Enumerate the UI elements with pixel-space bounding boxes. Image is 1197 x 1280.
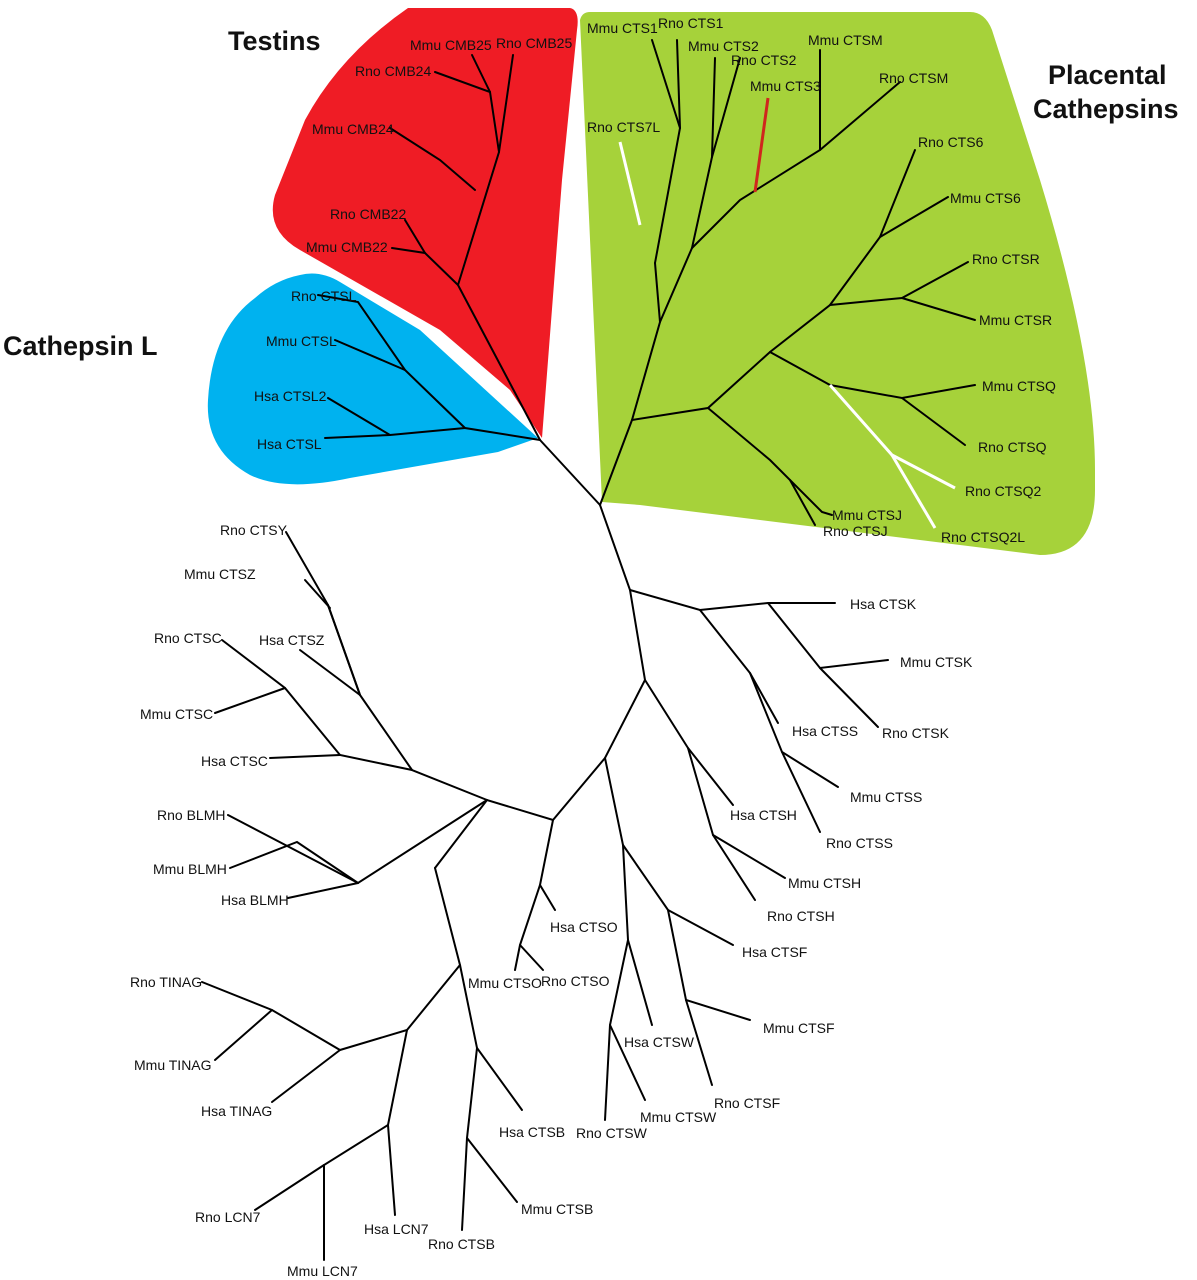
leaf-label: Rno CTSQ — [978, 439, 1047, 455]
leaf-label: Rno CTSO — [541, 973, 610, 989]
leaf-label: Hsa CTSK — [850, 596, 917, 612]
branches — [201, 39, 976, 1261]
testins-title: Testins — [228, 26, 321, 56]
leaf-label: Rno CTSW — [576, 1125, 648, 1141]
leaf-label: Mmu BLMH — [153, 861, 227, 877]
root-branch — [539, 439, 601, 506]
leaf-label: Rno TINAG — [130, 974, 202, 990]
leaf-label: Mmu CTS6 — [950, 190, 1021, 206]
leaf-label: Rno CTS7L — [587, 119, 660, 135]
leaf-label: Mmu CTSC — [140, 706, 213, 722]
leaf-label: Rno CTS2 — [731, 52, 797, 68]
cts7l-highlight-branch — [618, 141, 642, 226]
leaf-label: Mmu CMB22 — [306, 239, 388, 255]
leaf-label: Mmu CTSO — [468, 975, 542, 991]
leaf-label: Rno CTSB — [428, 1236, 495, 1252]
leaf-label: Mmu CTSR — [979, 312, 1052, 328]
leaf-label: Mmu CTSK — [900, 654, 973, 670]
leaf-label: Rno CMB22 — [330, 206, 406, 222]
leaf-label: Hsa CTSZ — [259, 632, 325, 648]
leaf-label: Rno CTSQ2L — [941, 529, 1025, 545]
leaf-label: Hsa TINAG — [201, 1103, 272, 1119]
leaf-label: Hsa CTSL2 — [254, 388, 327, 404]
leaf-label: Mmu CTS3 — [750, 78, 821, 94]
leaf-label: Hsa CTSO — [550, 919, 618, 935]
leaf-label: Hsa CTSH — [730, 807, 797, 823]
leaf-label: Mmu CMB25 — [410, 37, 492, 53]
placental-title-line1: Placental — [1048, 60, 1167, 90]
leaf-label: Mmu CTSM — [808, 32, 883, 48]
leaf-label: Hsa LCN7 — [364, 1221, 429, 1237]
leaf-label: Rno CTSS — [826, 835, 893, 851]
leaf-label: Mmu TINAG — [134, 1057, 212, 1073]
leaf-label: Rno CTSJ — [823, 523, 888, 539]
leaf-label: Rno CTS1 — [658, 15, 724, 31]
leaf-label: Mmu CTSL — [266, 333, 337, 349]
leaf-label: Mmu LCN7 — [287, 1263, 358, 1279]
leaf-label: Hsa CTSC — [201, 753, 268, 769]
cathepsin-l-title: Cathepsin L — [3, 331, 158, 361]
leaf-label: Mmu CTSS — [850, 789, 922, 805]
leaf-label: Rno CTSM — [879, 70, 948, 86]
backbone-left — [285, 531, 488, 801]
leaf-label: Rno CTSL — [291, 288, 357, 304]
leaf-label: Rno CTS6 — [918, 134, 984, 150]
leaf-label: Mmu CTS1 — [587, 20, 658, 36]
leaf-label: Mmu CTSZ — [184, 566, 256, 582]
leaf-label: Hsa CTSW — [624, 1034, 695, 1050]
leaf-label: Hsa CTSB — [499, 1124, 565, 1140]
leaf-label: Mmu CTSJ — [832, 507, 902, 523]
leaf-label: Rno CTSH — [767, 908, 835, 924]
leaf-label: Mmu CTSF — [763, 1020, 835, 1036]
leaf-labels: Mmu CTS1 Rno CTS1 Mmu CTS2 Rno CTS2 Mmu … — [130, 15, 1056, 1279]
placental-clade-shape — [580, 12, 1095, 555]
leaf-label: Rno BLMH — [157, 807, 225, 823]
leaf-label: Hsa CTSS — [792, 723, 858, 739]
leaf-label: Hsa CTSL — [257, 436, 322, 452]
cathepsin-l-clade-shape — [207, 273, 538, 485]
leaf-label: Mmu CTSB — [521, 1201, 593, 1217]
leaf-label: Mmu CTSW — [640, 1109, 717, 1125]
testins-clade-shape — [272, 8, 578, 438]
leaf-label: Rno CTSR — [972, 251, 1040, 267]
leaf-label: Rno CTSC — [154, 630, 222, 646]
leaf-label: Rno LCN7 — [195, 1209, 261, 1225]
leaf-label: Rno CMB25 — [496, 35, 572, 51]
placental-title-line2: Cathepsins — [1033, 94, 1179, 124]
leaf-label: Mmu CTS2 — [688, 38, 759, 54]
leaf-label: Rno CMB24 — [355, 63, 431, 79]
leaf-label: Rno CTSF — [714, 1095, 780, 1111]
leaf-label: Mmu CMB24 — [312, 121, 394, 137]
leaf-label: Rno CTSY — [220, 522, 288, 538]
leaf-label: Rno CTSK — [882, 725, 950, 741]
leaf-label: Rno CTSQ2 — [965, 483, 1041, 499]
cts3-highlight-branch — [753, 97, 770, 193]
leaf-label: Hsa CTSF — [742, 944, 807, 960]
leaf-label: Hsa BLMH — [221, 892, 289, 908]
leaf-label: Mmu CTSQ — [982, 378, 1056, 394]
leaf-label: Mmu CTSH — [788, 875, 861, 891]
